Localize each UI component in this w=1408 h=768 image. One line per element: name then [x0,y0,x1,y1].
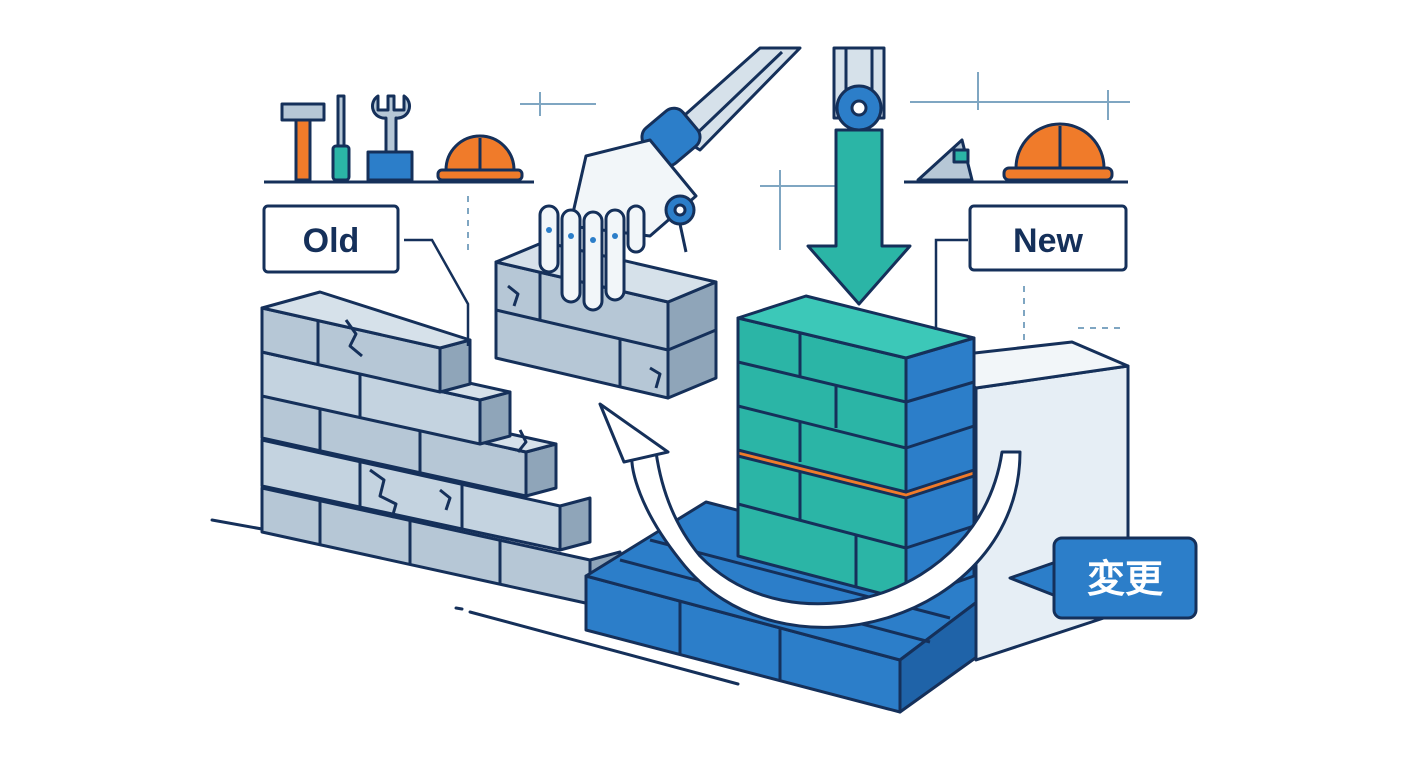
hammer-icon [280,102,326,182]
screwdriver-icon [331,94,351,182]
old-label: Old [303,222,360,260]
hard-hat-icon [436,134,524,182]
tool-shelf-left [264,94,534,184]
set-square-icon [916,138,974,182]
curved-arrow-icon [598,402,1022,629]
change-label: 変更 [1087,557,1164,601]
old-wall [260,290,622,606]
robot-arm-icon [538,46,802,312]
wrench-icon [366,94,414,182]
hard-hat-icon [1002,122,1114,182]
old-label-tag: Old [262,204,400,274]
crane-hook-icon [832,46,886,132]
change-label-tag: 変更 [1008,536,1198,620]
new-label-tag: New [968,204,1128,272]
new-wall-stack [736,294,976,602]
label-leaders [404,238,968,346]
tool-shelf-right [904,122,1128,184]
new-label: New [1013,222,1083,260]
down-arrow-icon [806,128,912,306]
